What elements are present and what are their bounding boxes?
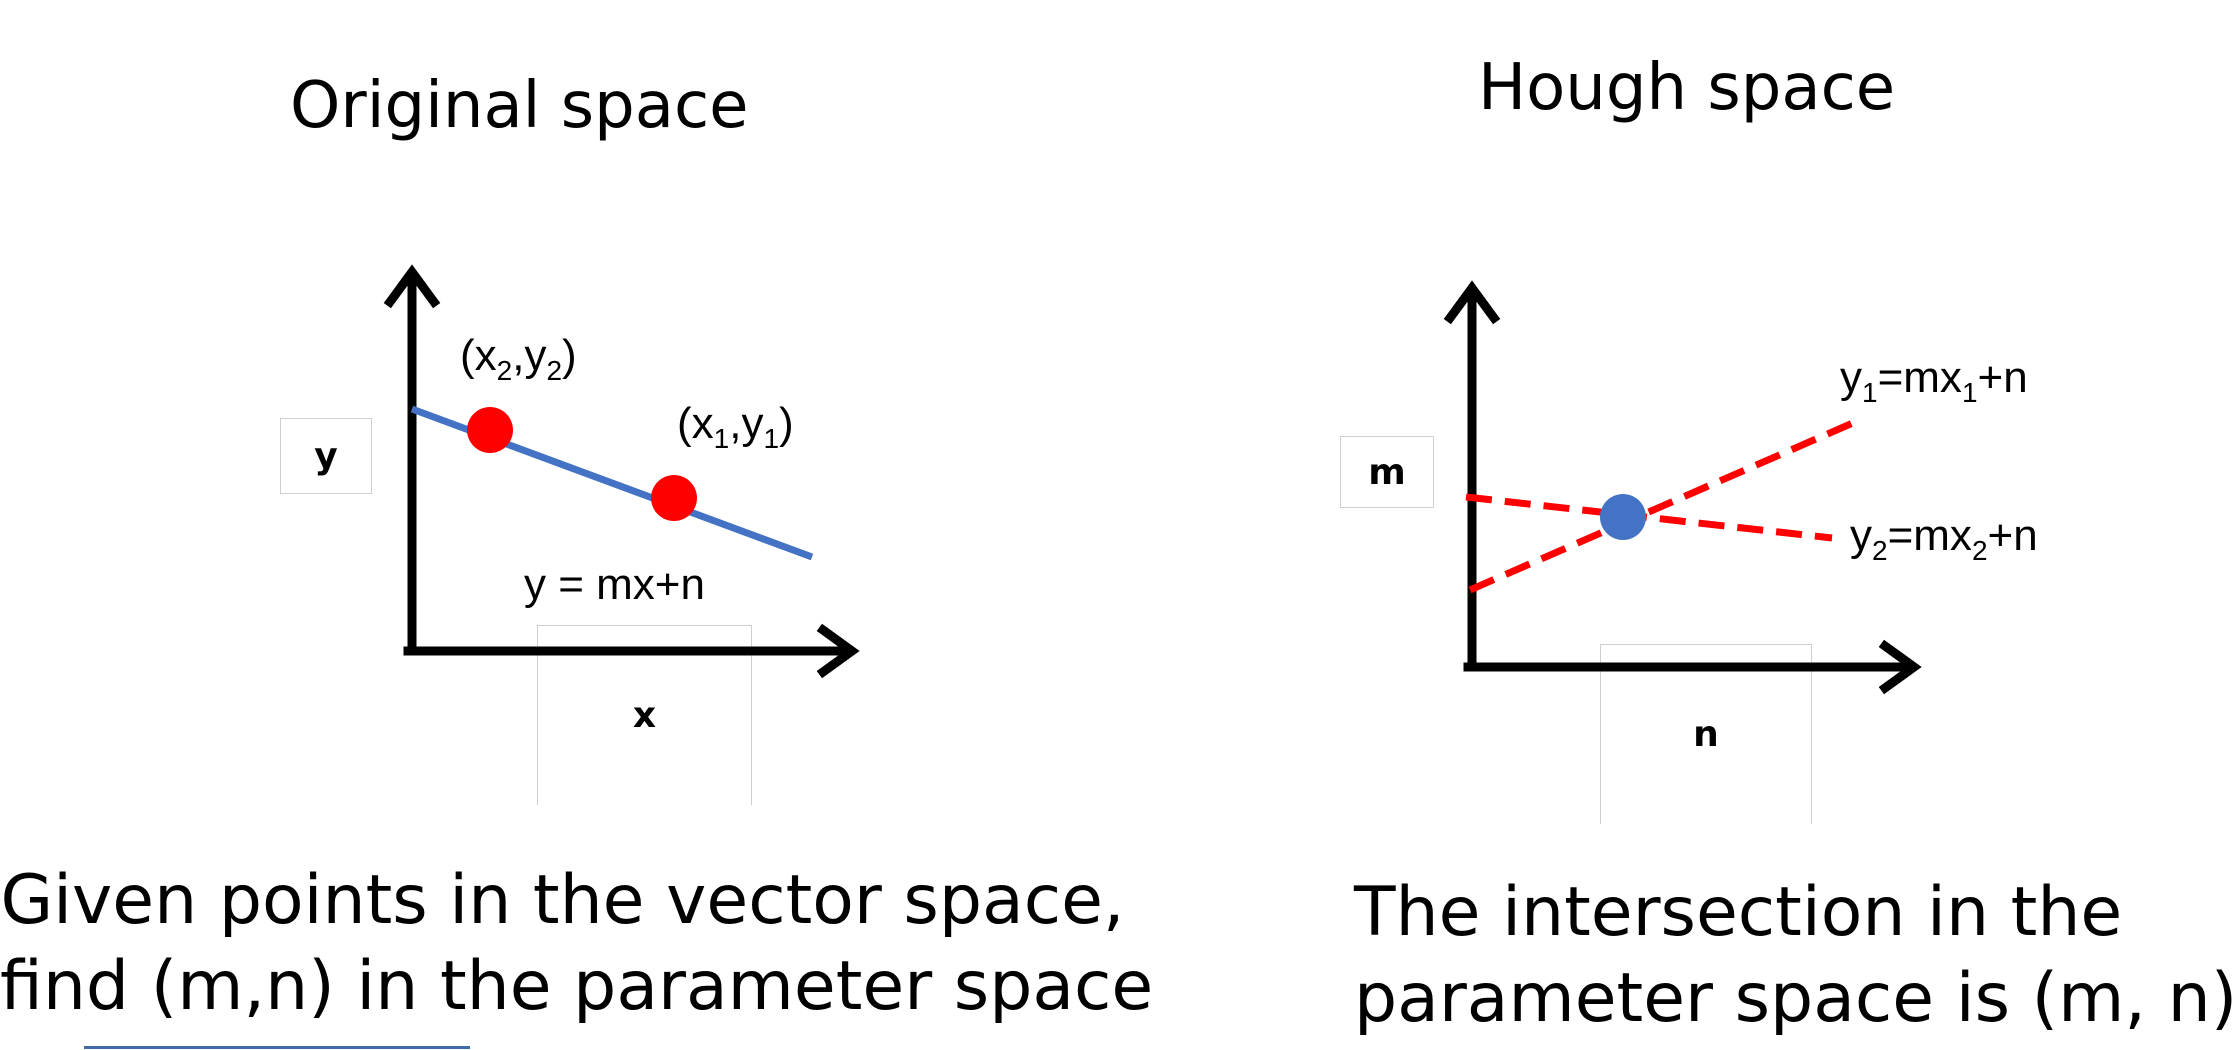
point-x2-y2 (467, 407, 513, 453)
line-y2-equation-label: y2=mx2+n (1850, 511, 2038, 566)
point-x2-y2-label: (x2,y2) (460, 331, 577, 386)
bottom-accent-rule (84, 1046, 470, 1049)
dashed-line-y2 (1465, 493, 1833, 542)
intersection-point (1600, 494, 1646, 540)
original-space-title: Original space (290, 69, 749, 143)
n-axis-label: n (1693, 714, 1719, 755)
y-axis-label-box: y (280, 418, 372, 494)
x-axis-label: x (632, 695, 657, 736)
dashed-line-y1 (1468, 418, 1857, 594)
hough-space-axes (1443, 280, 1922, 695)
point-x1-y1-label: (x1,y1) (677, 399, 794, 454)
original-caption-line-2: find (m,n) in the parameter space (0, 947, 1154, 1026)
m-axis-label: m (1368, 452, 1406, 493)
hough-caption-line-2: parameter space is (m, n) (1354, 959, 2236, 1038)
hough-caption-line-1: The intersection in the (1354, 873, 2123, 952)
original-y-axis-arrowhead (383, 264, 441, 309)
line-equation-label: y = mx+n (524, 560, 705, 609)
hough-m-axis-arrowhead (1443, 280, 1501, 325)
hough-space-title: Hough space (1478, 51, 1896, 125)
original-space-axes (383, 264, 860, 679)
original-caption-line-1: Given points in the vector space, (0, 861, 1125, 940)
original-x-axis-arrowhead (816, 623, 860, 679)
n-axis-label-box: n (1600, 644, 1812, 824)
point-x1-y1 (651, 475, 697, 521)
hough-space-caption: The intersection in the parameter space … (1354, 870, 2236, 1042)
hough-n-axis-arrowhead (1878, 639, 1922, 695)
original-space-caption: Given points in the vector space, find (… (0, 858, 1154, 1030)
m-axis-label-box: m (1340, 436, 1434, 508)
line-y1-equation-label: y1=mx1+n (1840, 353, 2028, 408)
y-axis-label: y (314, 436, 338, 477)
